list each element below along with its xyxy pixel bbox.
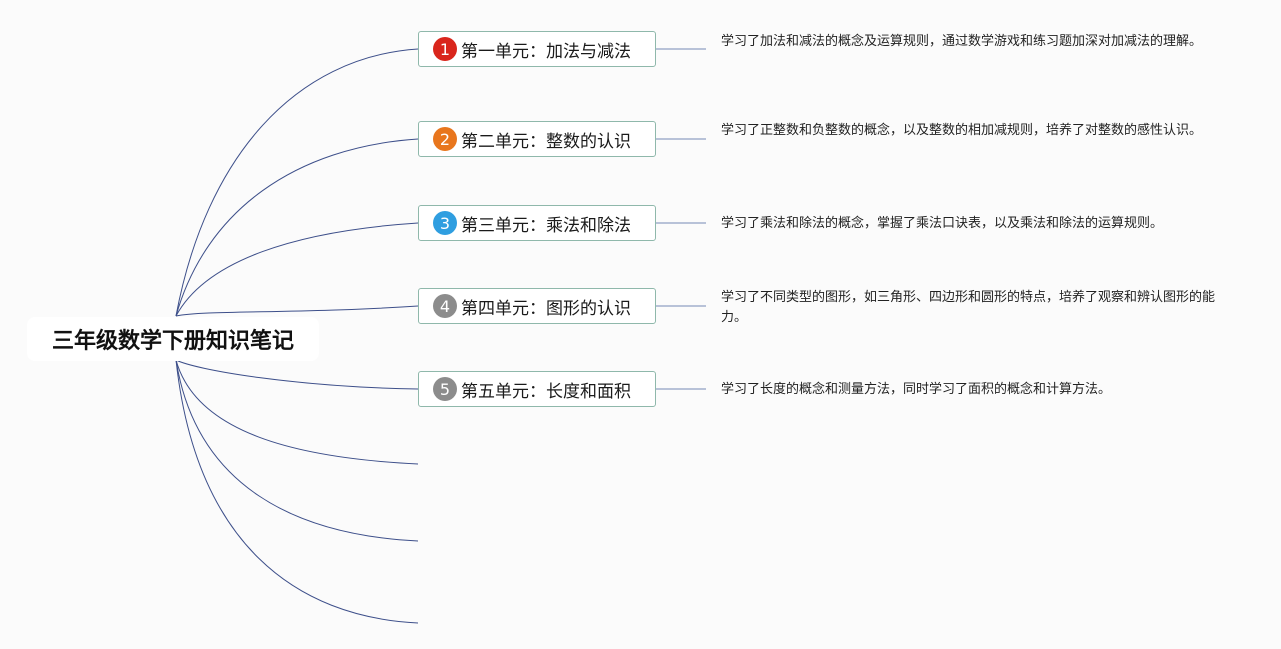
topic-unit-1[interactable]: 1 第一单元：加法与减法 [418,31,656,67]
number-badge-icon: 1 [433,37,457,61]
topic-description: 学习了加法和减法的概念及运算规则，通过数学游戏和练习题加深对加减法的理解。 [721,34,1203,49]
topic-description: 学习了不同类型的图形，如三角形、四边形和圆形的特点，培养了观察和辨认图形的能力。 [721,290,1216,325]
topic-unit-5[interactable]: 5 第五单元：长度和面积 [418,371,656,407]
topic-label: 第一单元：加法与减法 [461,41,631,62]
branch-line [175,305,419,317]
number-badge-icon: 3 [433,211,457,235]
topic-label: 第四单元：图形的认识 [461,298,631,319]
branch-line [175,48,419,317]
root-topic[interactable]: 三年级数学下册知识笔记 [27,317,319,361]
number-badge-icon: 2 [433,127,457,151]
number-badge-icon: 5 [433,377,457,401]
topic-unit-3[interactable]: 3 第三单元：乘法和除法 [418,205,656,241]
number-badge-icon: 4 [433,294,457,318]
topic-description: 学习了长度的概念和测量方法，同时学习了面积的概念和计算方法。 [721,382,1112,397]
branch-line [175,138,419,317]
topic-description: 学习了正整数和负整数的概念，以及整数的相加减规则，培养了对整数的感性认识。 [721,123,1203,138]
branch-line [175,359,419,542]
topic-label: 第三单元：乘法和除法 [461,215,631,236]
topic-unit-4[interactable]: 4 第四单元：图形的认识 [418,288,656,324]
branch-line [175,359,419,465]
branch-line [175,222,419,317]
topic-label: 第二单元：整数的认识 [461,131,631,152]
branch-line [175,359,419,390]
topic-label: 第五单元：长度和面积 [461,381,631,402]
topic-unit-2[interactable]: 2 第二单元：整数的认识 [418,121,656,157]
topic-description: 学习了乘法和除法的概念，掌握了乘法口诀表，以及乘法和除法的运算规则。 [721,216,1164,231]
branch-line [175,359,419,624]
root-title: 三年级数学下册知识笔记 [51,329,294,354]
